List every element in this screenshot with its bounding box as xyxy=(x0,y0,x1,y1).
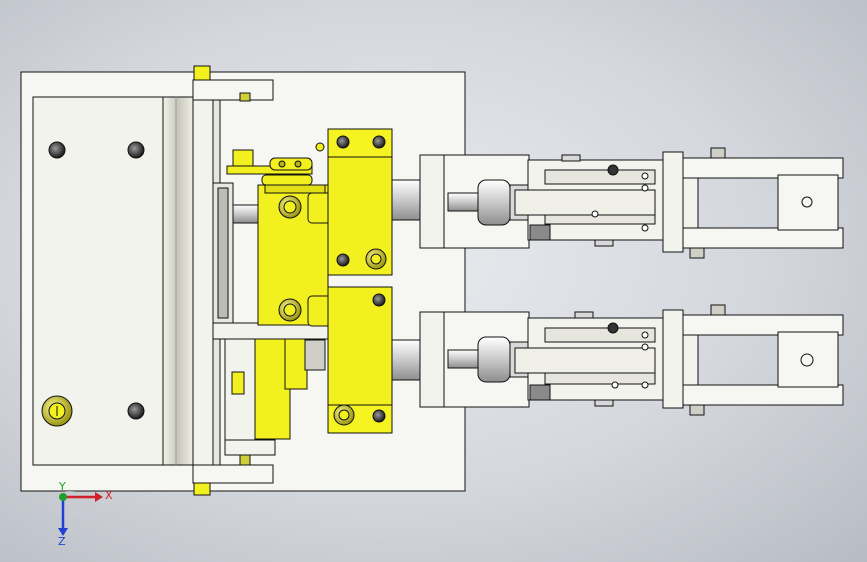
y-axis-label: Y xyxy=(58,480,66,493)
yellow-cylinder-left xyxy=(226,149,349,440)
yellow-clamp-lower xyxy=(327,286,393,434)
bolt-hole xyxy=(48,141,66,159)
z-axis-label: Z xyxy=(58,535,66,548)
plate-bolt-holes xyxy=(41,141,145,427)
axis-triad xyxy=(48,491,103,536)
x-axis-label: X xyxy=(105,489,113,502)
bolt-hole xyxy=(127,402,145,420)
yellow-clamp-upper xyxy=(327,128,393,276)
yellow-chain xyxy=(261,142,325,186)
gripper-assembly-upper xyxy=(391,147,844,259)
gripper-assembly-lower xyxy=(391,304,844,416)
bolt-hole xyxy=(127,141,145,159)
yellow-fitting xyxy=(41,395,73,427)
